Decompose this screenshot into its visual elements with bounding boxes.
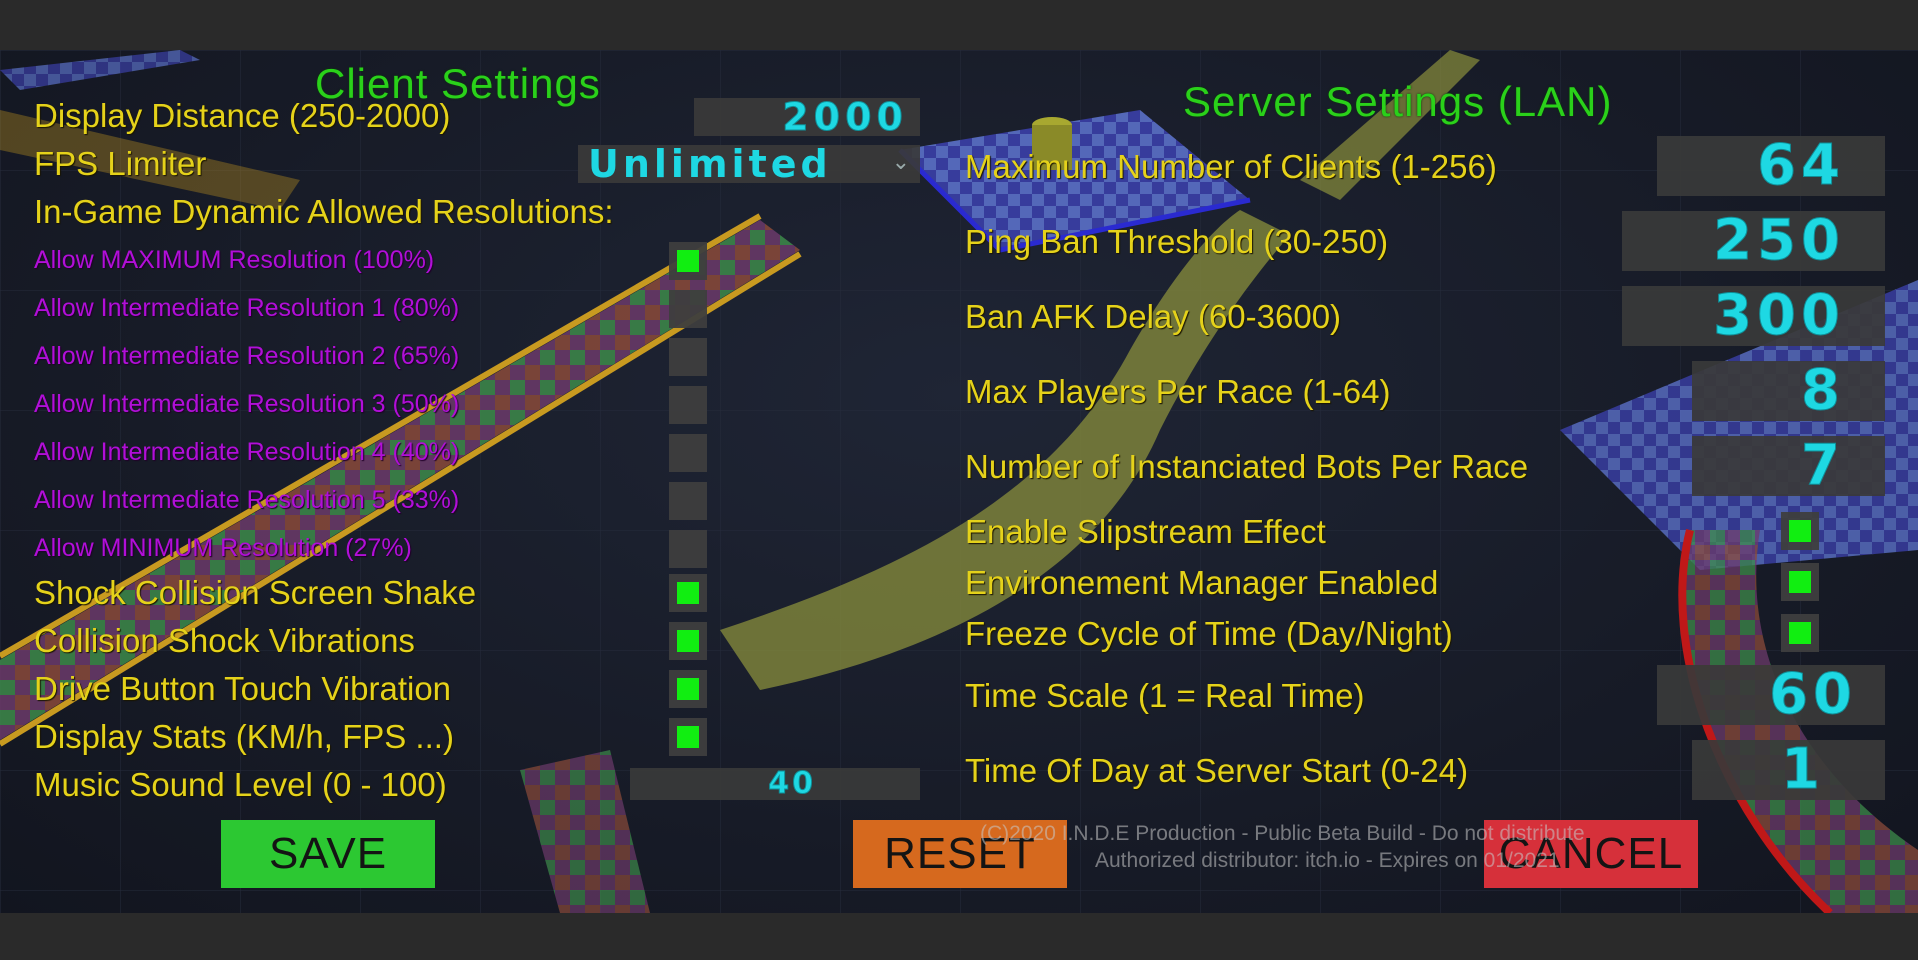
client-toggle-label-2: Drive Button Touch Vibration bbox=[34, 670, 452, 707]
checkmark-icon bbox=[677, 250, 699, 272]
checkmark-icon bbox=[1789, 571, 1811, 593]
distributor-notice: Authorized distributor: itch.io - Expire… bbox=[1095, 849, 1560, 872]
music-level-label: Music Sound Level (0 - 100) bbox=[34, 766, 447, 803]
time-of-day-input[interactable]: 1 bbox=[1692, 740, 1885, 800]
game-scene-background bbox=[0, 50, 1918, 913]
chevron-down-icon: ⌄ bbox=[891, 149, 910, 174]
display-distance-input[interactable]: 2000 bbox=[694, 98, 920, 136]
server-toggle-label-1: Environement Manager Enabled bbox=[965, 564, 1439, 601]
checkmark-icon bbox=[677, 630, 699, 652]
resolution-label-2: Allow Intermediate Resolution 2 (65%) bbox=[34, 342, 460, 370]
resolution-checkbox-0[interactable] bbox=[669, 242, 707, 280]
checkmark-icon bbox=[1789, 622, 1811, 644]
fps-limiter-value: Unlimited bbox=[588, 145, 832, 183]
client-settings-title: Client Settings bbox=[315, 60, 601, 107]
resolution-checkbox-3[interactable] bbox=[669, 386, 707, 424]
copyright-notice: (C)2020 I.N.D.E Production - Public Beta… bbox=[980, 822, 1585, 845]
top-letterbox bbox=[0, 0, 1918, 50]
server-field-label-0: Maximum Number of Clients (1-256) bbox=[965, 148, 1497, 185]
client-toggle-checkbox-1[interactable] bbox=[669, 622, 707, 660]
client-toggle-checkbox-0[interactable] bbox=[669, 574, 707, 612]
resolution-checkbox-6[interactable] bbox=[669, 530, 707, 568]
save-button[interactable]: SAVE bbox=[221, 820, 435, 888]
bottom-letterbox bbox=[0, 913, 1918, 960]
display-distance-label: Display Distance (250-2000) bbox=[34, 97, 451, 134]
race-track-scenery bbox=[0, 50, 1918, 913]
checkmark-icon bbox=[677, 582, 699, 604]
time-scale-input[interactable]: 60 bbox=[1657, 665, 1885, 725]
resolution-label-4: Allow Intermediate Resolution 4 (40%) bbox=[34, 438, 460, 466]
music-level-input[interactable]: 40 bbox=[630, 768, 920, 800]
resolution-label-3: Allow Intermediate Resolution 3 (50%) bbox=[34, 390, 460, 418]
resolutions-heading: In-Game Dynamic Allowed Resolutions: bbox=[34, 193, 614, 230]
server-toggle-label-0: Enable Slipstream Effect bbox=[965, 513, 1326, 550]
server-toggle-checkbox-1[interactable] bbox=[1781, 563, 1819, 601]
server-field-label-3: Max Players Per Race (1-64) bbox=[965, 373, 1391, 410]
server-field-input-1[interactable]: 250 bbox=[1622, 211, 1885, 271]
resolution-checkbox-1[interactable] bbox=[669, 290, 707, 328]
time-scale-label: Time Scale (1 = Real Time) bbox=[965, 677, 1365, 714]
resolution-checkbox-4[interactable] bbox=[669, 434, 707, 472]
time-of-day-label: Time Of Day at Server Start (0-24) bbox=[965, 752, 1469, 789]
client-toggle-label-1: Collision Shock Vibrations bbox=[34, 622, 415, 659]
client-toggle-label-0: Shock Collision Screen Shake bbox=[34, 574, 477, 611]
server-field-label-1: Ping Ban Threshold (30-250) bbox=[965, 223, 1389, 260]
reset-button[interactable]: RESET bbox=[853, 820, 1067, 888]
server-toggle-checkbox-2[interactable] bbox=[1781, 614, 1819, 652]
server-settings-title: Server Settings (LAN) bbox=[1183, 78, 1613, 125]
server-field-label-2: Ban AFK Delay (60-3600) bbox=[965, 298, 1342, 335]
resolution-label-5: Allow Intermediate Resolution 5 (33%) bbox=[34, 486, 460, 514]
server-field-label-4: Number of Instanciated Bots Per Race bbox=[965, 448, 1529, 485]
server-field-input-0[interactable]: 64 bbox=[1657, 136, 1885, 196]
resolution-checkbox-2[interactable] bbox=[669, 338, 707, 376]
fps-limiter-label: FPS Limiter bbox=[34, 145, 207, 182]
fps-limiter-dropdown[interactable]: Unlimited ⌄ bbox=[578, 145, 920, 183]
server-toggle-checkbox-0[interactable] bbox=[1781, 512, 1819, 550]
server-field-input-3[interactable]: 8 bbox=[1692, 361, 1885, 421]
client-toggle-checkbox-2[interactable] bbox=[669, 670, 707, 708]
server-field-input-4[interactable]: 7 bbox=[1692, 436, 1885, 496]
client-toggle-checkbox-3[interactable] bbox=[669, 718, 707, 756]
client-toggle-label-3: Display Stats (KM/h, FPS ...) bbox=[34, 718, 454, 755]
resolution-label-6: Allow MINIMUM Resolution (27%) bbox=[34, 534, 412, 562]
resolution-label-1: Allow Intermediate Resolution 1 (80%) bbox=[34, 294, 460, 322]
resolution-label-0: Allow MAXIMUM Resolution (100%) bbox=[34, 246, 435, 274]
checkmark-icon bbox=[677, 726, 699, 748]
server-field-input-2[interactable]: 300 bbox=[1622, 286, 1885, 346]
cancel-button[interactable]: CANCEL bbox=[1484, 820, 1698, 888]
resolution-checkbox-5[interactable] bbox=[669, 482, 707, 520]
checkmark-icon bbox=[1789, 520, 1811, 542]
server-toggle-label-2: Freeze Cycle of Time (Day/Night) bbox=[965, 615, 1453, 652]
checkmark-icon bbox=[677, 678, 699, 700]
